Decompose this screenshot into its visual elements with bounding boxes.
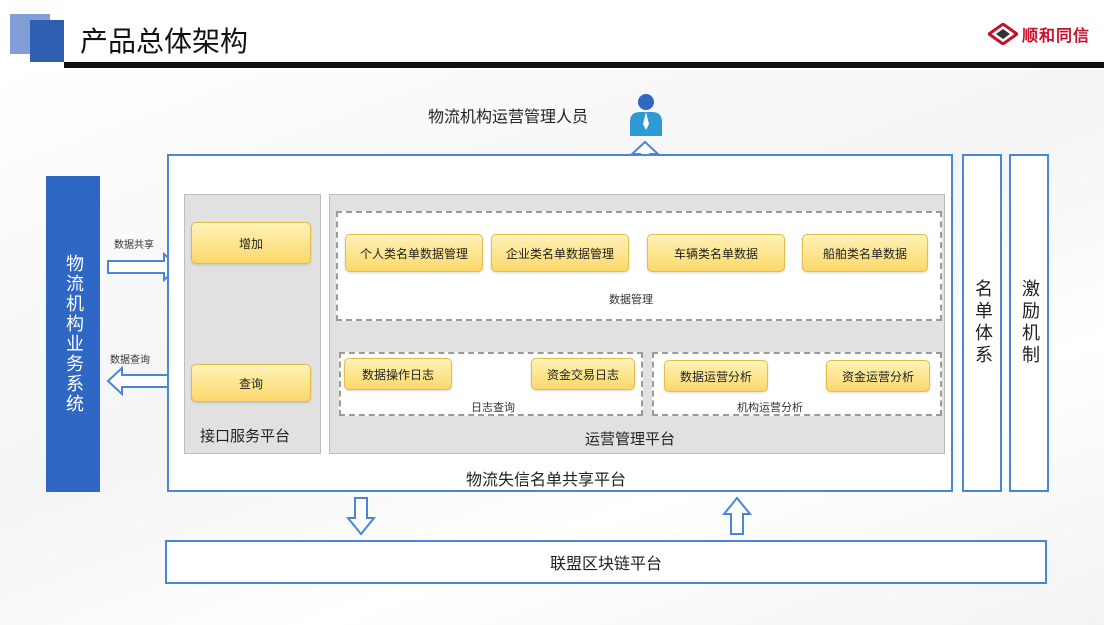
person-icon <box>630 94 662 136</box>
add-button[interactable]: 增加 <box>191 222 311 264</box>
person-list-button[interactable]: 个人类名单数据管理 <box>345 234 483 272</box>
page-title: 产品总体架构 <box>80 25 249 58</box>
data-log-button[interactable]: 数据操作日志 <box>344 358 452 390</box>
logo-diamond-icon <box>988 23 1018 45</box>
list-system-label: 名单体系 <box>972 279 993 367</box>
ops-platform-label: 运营管理平台 <box>585 430 676 448</box>
incentive-panel: 激励机制 <box>1009 154 1049 492</box>
blockchain-platform: 联盟区块链平台 <box>165 540 1047 584</box>
arrow-down-icon <box>346 497 376 536</box>
analysis-label: 机构运营分析 <box>737 401 803 414</box>
arrow-up-icon <box>722 496 752 535</box>
vehicle-list-button[interactable]: 车辆类名单数据 <box>647 234 785 272</box>
interface-platform-label: 接口服务平台 <box>200 427 291 445</box>
operator-label: 物流机构运营管理人员 <box>428 107 589 126</box>
header-decoration <box>30 20 64 62</box>
list-system-panel: 名单体系 <box>962 154 1002 492</box>
enterprise-list-button[interactable]: 企业类名单数据管理 <box>491 234 629 272</box>
log-query-label: 日志查询 <box>471 401 515 414</box>
query-button[interactable]: 查询 <box>191 364 311 402</box>
flow-label-query: 数据查询 <box>110 355 150 366</box>
fund-analysis-button[interactable]: 资金运营分析 <box>826 360 930 392</box>
blockchain-label: 联盟区块链平台 <box>549 554 662 573</box>
incentive-label: 激励机制 <box>1019 279 1040 367</box>
ship-list-button[interactable]: 船舶类名单数据 <box>802 234 928 272</box>
fund-log-button[interactable]: 资金交易日志 <box>531 358 635 390</box>
main-platform-label: 物流失信名单共享平台 <box>466 470 627 489</box>
flow-label-share: 数据共享 <box>114 240 154 251</box>
business-system-block: 物流机构业务系统 <box>46 176 100 492</box>
data-analysis-button[interactable]: 数据运营分析 <box>664 360 768 392</box>
data-management-label: 数据管理 <box>609 293 653 306</box>
header-divider <box>64 62 1104 68</box>
company-logo: 顺和同信 <box>988 22 1090 46</box>
business-system-label: 物流机构业务系统 <box>63 254 84 414</box>
logo-text: 顺和同信 <box>1022 26 1091 45</box>
